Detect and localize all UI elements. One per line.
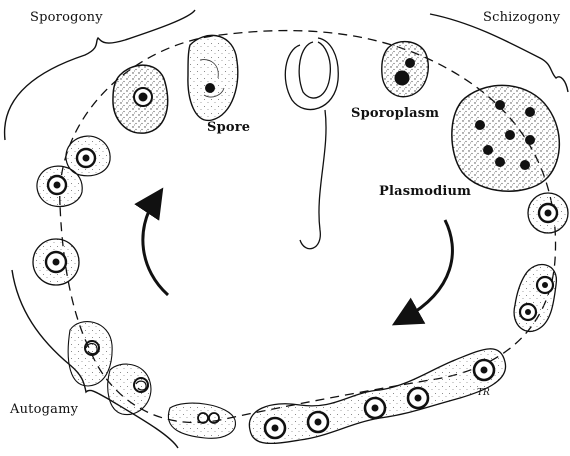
sporogony-cell-pair [37,136,110,206]
plasmodium-mass [452,85,560,191]
label-spore: Spore [207,120,250,135]
plasmodium-cell-single [528,193,568,233]
autogamy-chain [68,322,235,439]
spore-shell [188,35,238,120]
plasmodium-cell-double [514,265,556,332]
polar-filament [285,38,338,249]
label-plasmodium: Plasmodium [379,184,471,199]
label-autogamy: Autogamy [10,402,78,417]
label-schizogony: Schizogony [483,10,560,25]
plasmodium-chain [249,349,505,444]
label-sporogony: Sporogony [30,10,103,25]
sporogony-brace [5,10,195,140]
arrow-right [405,220,452,318]
arrow-left [143,200,168,295]
sporogony-cell-dark [113,65,168,133]
schizogony-brace [430,14,568,92]
sporogony-cell-single [33,239,79,285]
sporoplasm-cell [382,42,429,97]
artist-signature: TR [477,388,490,398]
label-sporoplasm: Sporoplasm [351,106,439,121]
